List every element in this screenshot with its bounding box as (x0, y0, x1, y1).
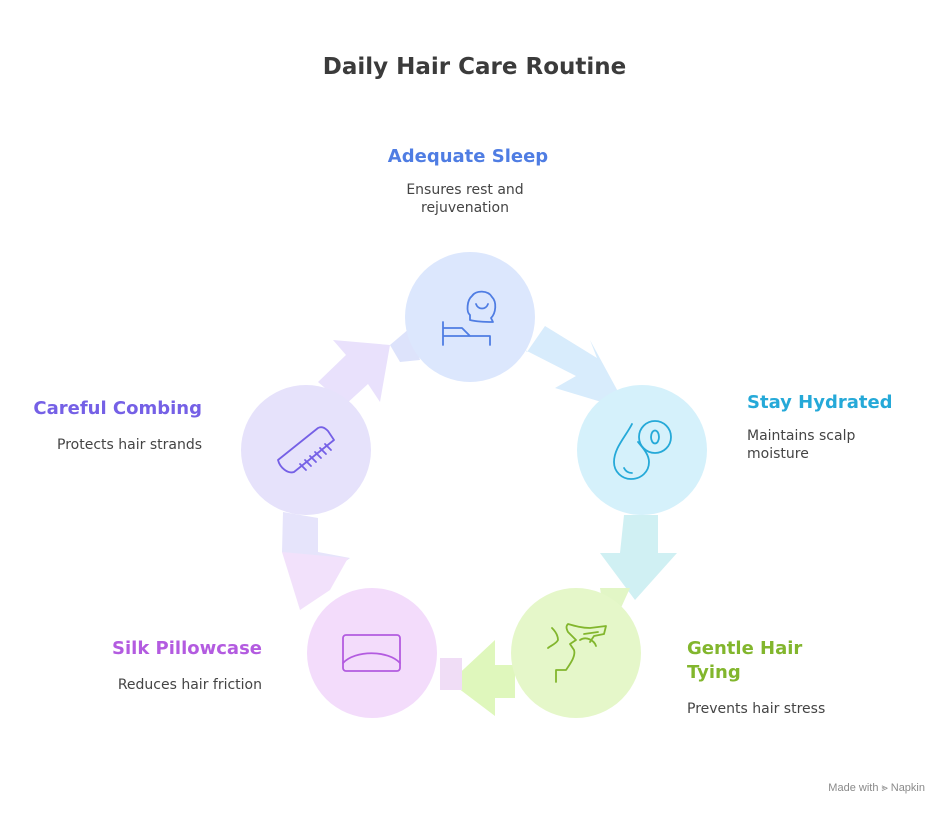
step-circle-tying (511, 588, 641, 718)
step-label-gentle-hair-tying-line2: Tying (687, 662, 741, 683)
step-desc-silk-pillowcase: Reduces hair friction (117, 677, 262, 693)
step-desc-stay-hydrated-line1: Maintains scalp (747, 428, 856, 444)
step-desc-adequate-sleep-line2: rejuvenation (421, 200, 509, 216)
comb-icon (277, 426, 335, 474)
step-label-stay-hydrated: Stay Hydrated (747, 392, 893, 413)
pillow-icon (342, 634, 401, 672)
step-label-careful-combing: Careful Combing (33, 398, 202, 419)
step-desc-stay-hydrated-line2: moisture (747, 446, 809, 462)
arrow-sleep-to-hydrated (525, 326, 628, 410)
step-circle-hydrated (577, 385, 707, 515)
bed-sleep-icon (442, 290, 497, 346)
napkin-credit: Made with ⪢ Napkin (828, 782, 925, 794)
step-desc-gentle-hair-tying: Prevents hair stress (687, 701, 826, 717)
hair-tie-icon (547, 623, 607, 683)
step-desc-careful-combing: Protects hair strands (57, 437, 202, 453)
diagram-title: Daily Hair Care Routine (322, 54, 627, 80)
step-label-gentle-hair-tying-line1: Gentle Hair (687, 638, 803, 659)
step-label-silk-pillowcase: Silk Pillowcase (112, 638, 262, 659)
step-label-adequate-sleep: Adequate Sleep (387, 146, 549, 167)
arrow-tying-to-pillow (440, 640, 515, 716)
arrow-pillow-to-combing (282, 512, 350, 610)
water-drop-icon (613, 420, 672, 480)
step-desc-adequate-sleep-line1: Ensures rest and (406, 182, 524, 198)
step-circle-combing (241, 385, 371, 515)
